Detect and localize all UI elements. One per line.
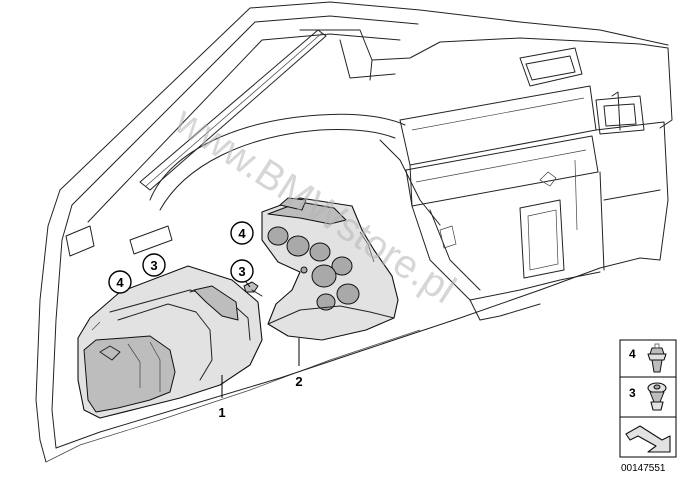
part-2-bracket bbox=[261, 197, 399, 341]
screw-clip-icon bbox=[647, 382, 667, 411]
legend-item-4-label: 4 bbox=[629, 347, 636, 361]
callout-3-right: 3 bbox=[230, 259, 254, 288]
callout-1-label: 1 bbox=[218, 405, 225, 420]
callout-2-label: 2 bbox=[295, 374, 302, 389]
parts-legend: 4 3 bbox=[619, 339, 677, 458]
callout-1: 1 bbox=[218, 375, 226, 420]
arrow-icon bbox=[625, 425, 671, 453]
callout-4-left-label: 4 bbox=[116, 275, 124, 290]
diagram-id: 00147551 bbox=[621, 463, 666, 474]
callout-4-left: 4 bbox=[108, 270, 132, 294]
push-clip-icon bbox=[647, 343, 667, 373]
callout-2: 2 bbox=[295, 338, 303, 389]
callout-3-left-label: 3 bbox=[150, 258, 157, 273]
legend-item-3-label: 3 bbox=[629, 386, 636, 400]
callout-3-right-label: 3 bbox=[238, 264, 245, 279]
dashboard-outline bbox=[35, 1, 673, 463]
callout-4-right: 4 bbox=[230, 221, 254, 245]
part-1-knee-bolster bbox=[77, 265, 263, 419]
callout-4-right-label: 4 bbox=[238, 226, 246, 241]
callout-3-left: 3 bbox=[142, 253, 166, 277]
